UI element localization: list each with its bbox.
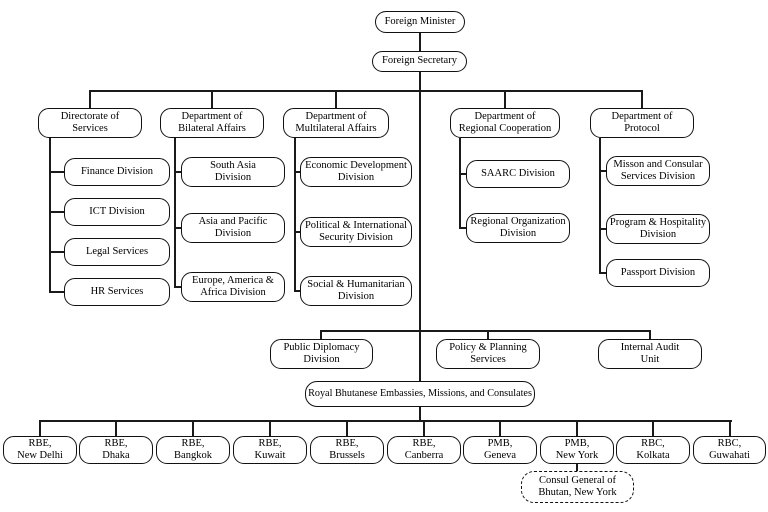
node-dept-multilateral-affairs: Department of Multilateral Affairs: [283, 108, 389, 138]
node-economic-development-division: Economic Development Division: [300, 157, 412, 187]
node-dept-regional-cooperation: Department of Regional Cooperation: [450, 108, 560, 138]
connector-line: [115, 420, 117, 436]
connector-line: [459, 173, 467, 175]
connector-line: [599, 138, 601, 274]
connector-line: [49, 211, 64, 213]
connector-line: [649, 330, 651, 339]
connector-line: [39, 420, 732, 422]
node-ict-division: ICT Division: [64, 198, 170, 226]
connector-line: [423, 420, 425, 436]
connector-line: [487, 330, 489, 339]
connector-line: [39, 420, 41, 436]
node-hr-services: HR Services: [64, 278, 170, 306]
node-foreign-minister: Foreign Minister: [375, 11, 465, 33]
connector-line: [335, 90, 337, 108]
node-rbe-brussels: RBE, Brussels: [310, 436, 384, 464]
node-rbe-bangkok: RBE, Bangkok: [156, 436, 230, 464]
node-pmb-new-york: PMB, New York: [540, 436, 614, 464]
connector-line: [49, 138, 51, 293]
node-public-diplomacy-division: Public Diplomacy Division: [270, 339, 373, 369]
connector-line: [89, 90, 643, 92]
connector-line: [459, 227, 467, 229]
node-regional-organization-division: Regional Organization Division: [466, 213, 570, 243]
connector-line: [320, 330, 322, 339]
connector-line: [419, 407, 421, 420]
node-finance-division: Finance Division: [64, 158, 170, 186]
connector-line: [599, 228, 607, 230]
node-policy-planning-services: Policy & Planning Services: [436, 339, 540, 369]
node-rbe-new-delhi: RBE, New Delhi: [3, 436, 77, 464]
connector-line: [599, 272, 607, 274]
node-rbc-guwahati: RBC, Guwahati: [693, 436, 766, 464]
connector-line: [599, 170, 607, 172]
connector-line: [459, 138, 461, 229]
connector-line: [320, 330, 651, 332]
node-rbe-dhaka: RBE, Dhaka: [79, 436, 153, 464]
connector-line: [419, 72, 421, 381]
node-rbe-canberra: RBE, Canberra: [387, 436, 461, 464]
connector-line: [49, 251, 64, 253]
node-mission-consular-services-division: Misson and Consular Services Division: [606, 156, 710, 186]
connector-line: [652, 420, 654, 436]
connector-line: [641, 90, 643, 108]
connector-line: [49, 171, 64, 173]
connector-line: [174, 171, 181, 173]
connector-line: [346, 420, 348, 436]
connector-line: [294, 171, 301, 173]
connector-line: [504, 90, 506, 108]
connector-line: [192, 420, 194, 436]
node-rbe-missions-consulates: Royal Bhutanese Embassies, Missions, and…: [305, 381, 535, 407]
connector-line: [174, 286, 181, 288]
node-dept-protocol: Department of Protocol: [590, 108, 694, 138]
connector-line: [576, 464, 578, 472]
connector-line: [174, 227, 181, 229]
node-foreign-secretary: Foreign Secretary: [372, 51, 467, 72]
node-dept-bilateral-affairs: Department of Bilateral Affairs: [160, 108, 264, 138]
connector-line: [419, 33, 421, 51]
node-directorate-of-services: Directorate of Services: [38, 108, 142, 138]
node-pmb-geneva: PMB, Geneva: [463, 436, 537, 464]
node-consul-general-new-york: Consul General of Bhutan, New York: [521, 471, 634, 503]
node-europe-america-africa-division: Europe, America & Africa Division: [181, 272, 285, 302]
node-legal-services: Legal Services: [64, 238, 170, 266]
node-program-hospitality-division: Program & Hospitality Division: [606, 214, 710, 244]
node-internal-audit-unit: Internal Audit Unit: [598, 339, 702, 369]
node-political-international-security-division: Political & International Security Divis…: [300, 217, 412, 247]
connector-line: [729, 420, 731, 436]
node-passport-division: Passport Division: [606, 259, 710, 287]
node-social-humanitarian-division: Social & Humanitarian Division: [300, 276, 412, 306]
connector-line: [576, 420, 578, 436]
node-saarc-division: SAARC Division: [466, 160, 570, 188]
node-rbe-kuwait: RBE, Kuwait: [233, 436, 307, 464]
connector-line: [211, 90, 213, 108]
node-asia-pacific-division: Asia and Pacific Division: [181, 213, 285, 243]
connector-line: [294, 231, 301, 233]
connector-line: [49, 291, 64, 293]
connector-line: [174, 138, 176, 288]
node-south-asia-division: South Asia Division: [181, 157, 285, 187]
connector-line: [89, 90, 91, 108]
connector-line: [294, 138, 296, 292]
node-rbc-kolkata: RBC, Kolkata: [616, 436, 690, 464]
connector-line: [499, 420, 501, 436]
connector-line: [269, 420, 271, 436]
connector-line: [294, 290, 301, 292]
